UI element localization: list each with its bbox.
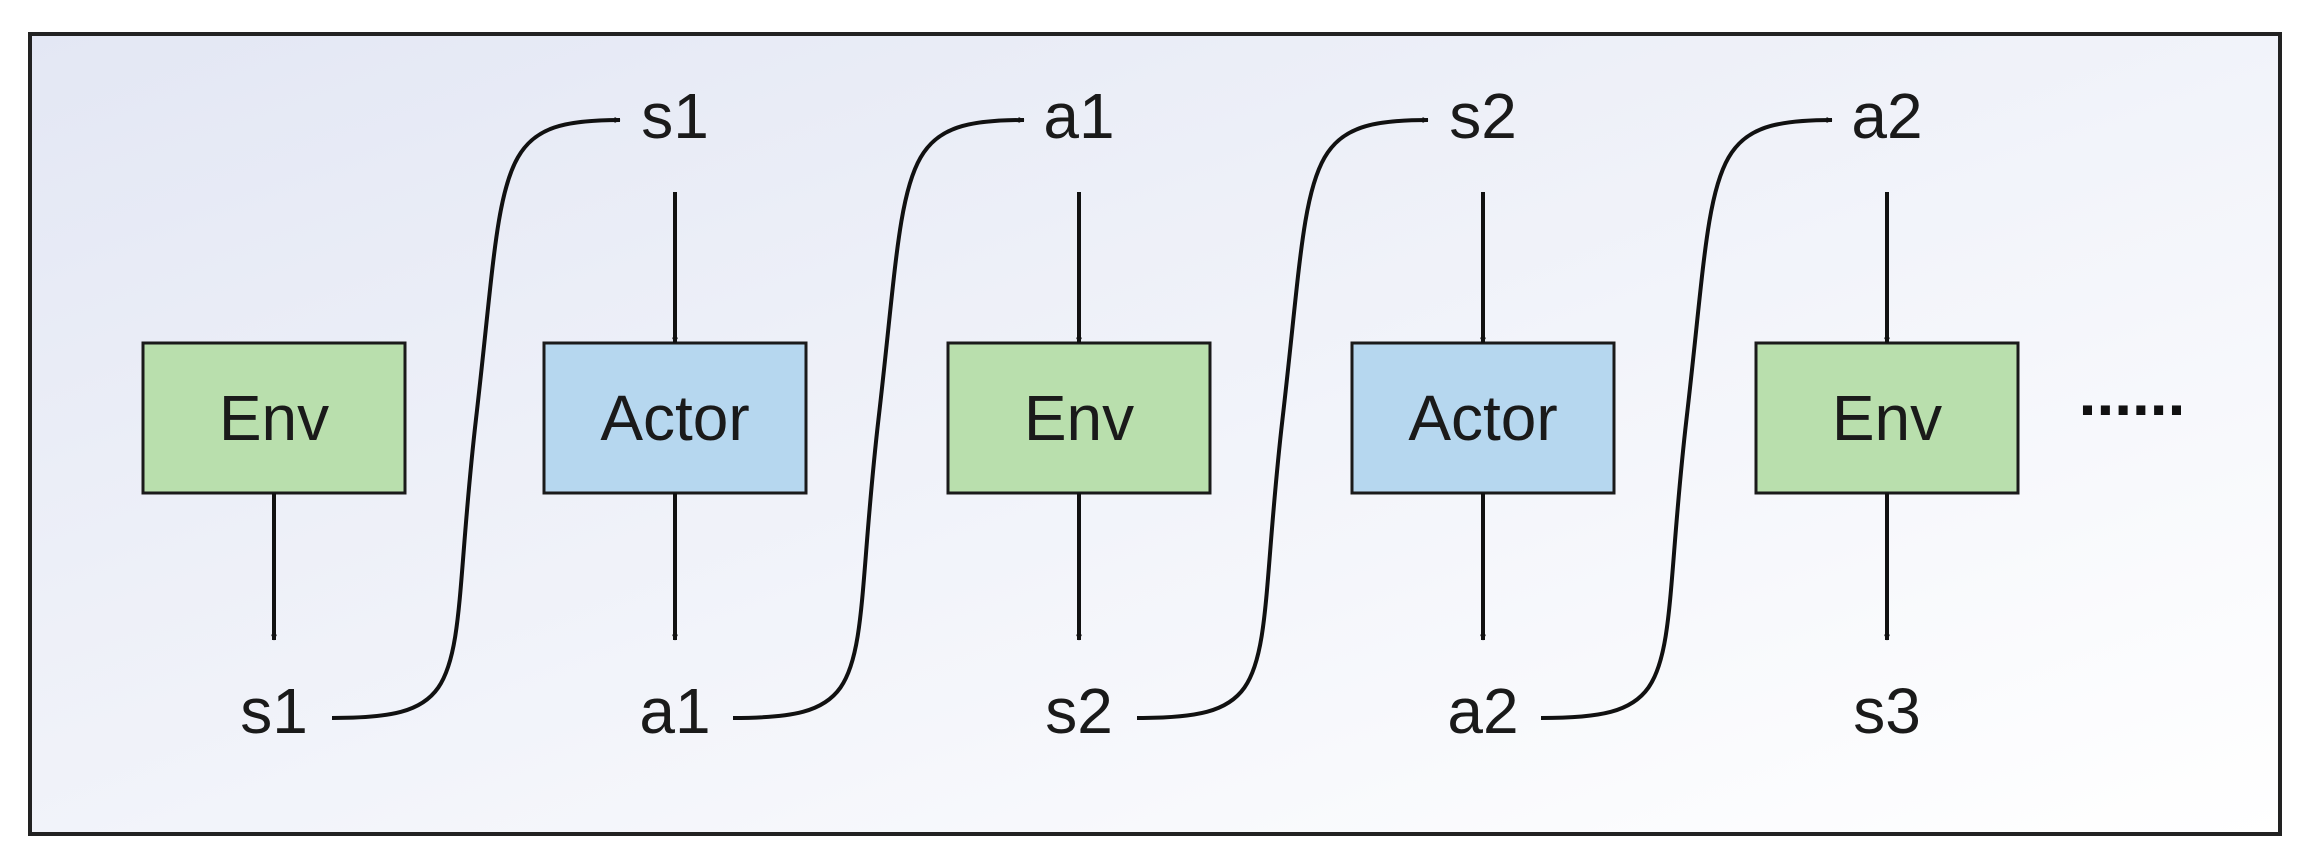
top-label: a1 (1043, 80, 1114, 152)
actor-box-rect (542, 341, 808, 495)
transition-curve-arrow (732, 117, 1025, 720)
labels-layer: s1 a1 s2 a2 s1 a1 s2 a2 s3 (240, 80, 1922, 747)
vertical-arrows-layer (271, 192, 1890, 641)
env-box-label: Env (1024, 382, 1134, 454)
top-label: s1 (641, 80, 709, 152)
env-box: Env (141, 341, 407, 495)
top-label: s2 (1449, 80, 1517, 152)
env-box-label: Env (219, 382, 329, 454)
env-box: Env (1754, 341, 2020, 495)
bottom-label: a1 (639, 675, 710, 747)
env-box: Env (946, 341, 1212, 495)
top-label: a2 (1851, 80, 1922, 152)
actor-box: Actor (1350, 341, 1616, 495)
transition-curve-arrow (331, 117, 621, 720)
transition-curve-arrow (1136, 117, 1429, 720)
bottom-label: s1 (240, 675, 308, 747)
actor-box-label: Actor (1408, 382, 1557, 454)
env-box-label: Env (1832, 382, 1942, 454)
actor-box-label: Actor (600, 382, 749, 454)
continuation-ellipsis: ...... (2079, 357, 2186, 429)
bottom-label: s3 (1853, 675, 1921, 747)
bottom-label: s2 (1045, 675, 1113, 747)
env-box-rect (141, 341, 407, 495)
curved-arrows-layer (331, 117, 1833, 720)
bottom-label: a2 (1447, 675, 1518, 747)
actor-box: Actor (542, 341, 808, 495)
transition-curve-arrow (1540, 117, 1833, 720)
